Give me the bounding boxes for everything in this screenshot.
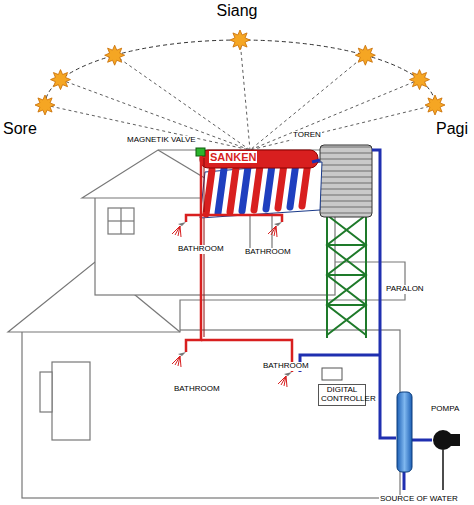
lower-house [8, 262, 405, 498]
water-spray [178, 226, 180, 236]
collector-tube [278, 164, 284, 208]
collector-tube [242, 167, 248, 211]
room-name: BATHROOM [177, 245, 225, 254]
water-spray [180, 226, 181, 237]
water-spray [286, 376, 287, 387]
water-spray [175, 226, 180, 235]
collector-tube [218, 169, 224, 213]
room-name: BATHROOM [244, 248, 292, 257]
room-name: BATHROOM [262, 362, 310, 371]
sun [355, 45, 375, 65]
shower-head [278, 372, 292, 387]
device-name: DIGITAL CONTROLLER [321, 386, 363, 404]
sun-group [35, 30, 445, 150]
pump-motor [450, 434, 460, 446]
solar-collector [200, 150, 322, 218]
upper-house [82, 150, 345, 295]
sun [35, 95, 55, 115]
shower-head [172, 222, 186, 237]
part-name: TOREN [292, 131, 322, 140]
sun-ray [61, 80, 250, 150]
sun [230, 30, 250, 50]
water-spray [284, 376, 286, 386]
water-spray [276, 226, 277, 237]
part-name: POMPA [430, 405, 460, 414]
shower-head [172, 352, 186, 367]
sun-ray [250, 55, 365, 150]
cold-pipe [300, 150, 432, 490]
toren-tank [320, 145, 372, 217]
sun-ray [250, 105, 435, 150]
collector-tube [302, 162, 308, 206]
water-spray [175, 356, 180, 365]
room-name: BATHROOM [173, 385, 221, 394]
hot-pipe [186, 156, 292, 372]
sun [409, 70, 429, 90]
toren-tower [327, 215, 366, 338]
collector-tube [206, 170, 212, 214]
time-label: Siang [217, 2, 258, 20]
water-filter [397, 392, 412, 472]
collector-tube [254, 166, 260, 210]
part-name: PARALON [385, 285, 425, 294]
water-spray [281, 376, 286, 385]
sun [51, 70, 71, 90]
brand-label: SANKEN [209, 151, 257, 163]
suction-line [442, 450, 444, 490]
magnetic-valve [196, 148, 205, 156]
shower-head [268, 222, 282, 237]
collector-tube [290, 163, 296, 207]
time-label: Sore [3, 120, 37, 138]
water-spray [178, 356, 180, 366]
water-spray [180, 356, 181, 367]
water-spray [274, 226, 276, 236]
sun-ray [240, 40, 250, 150]
sun-ray [115, 55, 250, 150]
sun [425, 95, 445, 115]
part-name: SOURCE OF WATER [379, 495, 459, 504]
part-name: MAGNETIK VALVE [126, 136, 197, 145]
sun [105, 45, 125, 65]
controller-device [322, 368, 342, 380]
controller-box: DIGITAL CONTROLLER [318, 384, 366, 406]
collector-tube [230, 168, 236, 212]
time-label: Pagi [436, 120, 468, 138]
water-spray [271, 226, 276, 235]
collector-tube [266, 165, 272, 209]
